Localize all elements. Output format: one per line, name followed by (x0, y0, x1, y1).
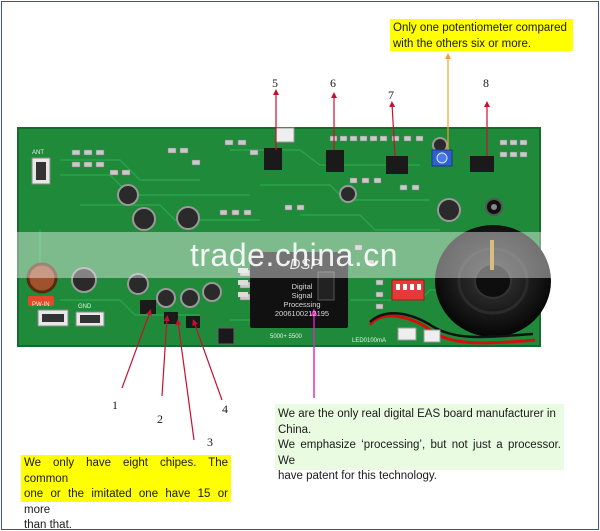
note-line: We only have eight chipes. The common (24, 457, 228, 485)
label-number-3: 3 (207, 435, 213, 449)
label-number-7: 7 (388, 88, 394, 102)
label-number-1: 1 (112, 398, 118, 412)
chip-line: Signal (291, 291, 313, 300)
watermark-band (0, 232, 600, 278)
chip-label: Digital Signal Processing 2006100212195 (262, 282, 342, 318)
note-line: have patent for this technology. (278, 470, 437, 482)
potentiometer-note: Only one potentiometer compared with the… (390, 19, 573, 51)
chip-line: Digital (291, 282, 313, 291)
silk-ant: ANT (32, 150, 44, 156)
note-line: than that. (24, 519, 72, 531)
note-line: Only one potentiometer compared (393, 22, 567, 34)
dsp-note: We are the only real digital EAS board m… (275, 404, 564, 482)
silk-led: LED0100mA (352, 338, 387, 344)
label-number-5: 5 (272, 76, 278, 90)
label-number-4: 4 (222, 402, 228, 416)
note-line: We emphasize ‘processing’, but not just … (278, 439, 561, 467)
note-line: with the others six or more. (393, 37, 532, 50)
watermark-text: trade.china.cn (190, 237, 399, 273)
label-number-8: 8 (483, 76, 489, 90)
callout-lines (121, 53, 490, 441)
silk-code: 5000+ 5500 (270, 334, 302, 340)
ic-chips (140, 148, 494, 328)
silk-gnd: GND (78, 304, 92, 310)
capacitors (71, 137, 461, 308)
chips-note: We only have eight chipes. The common on… (21, 455, 231, 531)
label-number-2: 2 (157, 412, 163, 426)
note-line: China. (278, 423, 312, 436)
note-line: one or the imitated one have 15 or more (24, 488, 228, 516)
note-line: We are the only real digital EAS board m… (278, 408, 556, 420)
chip-line: Processing (283, 300, 321, 309)
chip-line: 2006100212195 (274, 309, 330, 318)
dsp-chip (250, 252, 348, 328)
led-indicators (238, 268, 248, 297)
silk-pw-in: PW-IN (32, 302, 50, 308)
inductor (26, 262, 58, 294)
label-number-6: 6 (330, 76, 336, 90)
chip-logo: DSP (289, 256, 321, 273)
